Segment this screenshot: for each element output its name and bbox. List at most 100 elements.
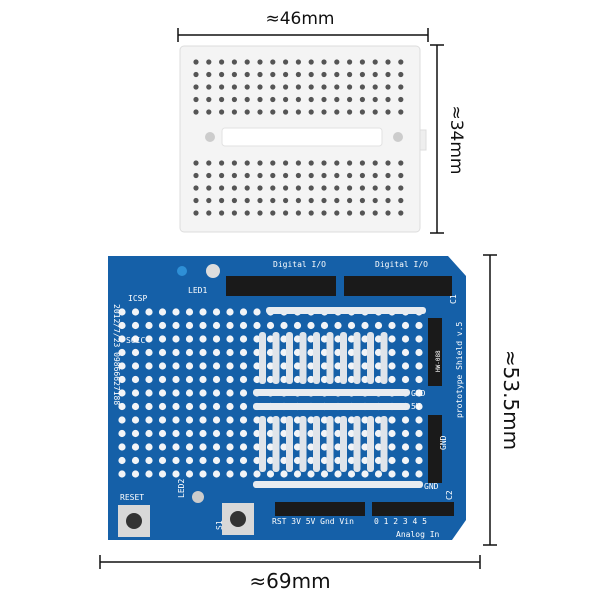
breadboard-hole <box>334 210 340 216</box>
breadboard-hole <box>385 210 391 216</box>
pcb-hole <box>199 389 207 397</box>
pcb-hole <box>415 375 423 384</box>
pcb-hole <box>374 456 383 465</box>
pcb-hole <box>158 321 167 330</box>
breadboard-hole <box>231 172 237 179</box>
breadboard-hole <box>359 59 365 65</box>
pcb-hole <box>199 443 207 451</box>
pcb-hole <box>199 308 207 316</box>
pcb-hole <box>374 416 383 424</box>
breadboard-hole <box>270 185 276 191</box>
breadboard-hole <box>206 210 212 216</box>
breadboard-hole <box>398 109 404 115</box>
pcb-hole <box>226 335 234 343</box>
breadboard-hole <box>321 96 327 103</box>
pcb-hole <box>334 321 342 330</box>
pcb-hole <box>145 402 153 411</box>
breadboard-hole <box>398 59 404 65</box>
pcb-hole <box>145 308 153 316</box>
pcb-hole <box>347 470 356 478</box>
pcb-hole <box>131 416 140 424</box>
pcb-hole <box>172 335 180 343</box>
pcb-hole <box>374 362 383 370</box>
pcb-hole <box>293 470 302 478</box>
pcb-hole <box>172 470 180 478</box>
pcb-hole <box>226 416 234 424</box>
pcb-hole <box>118 348 126 357</box>
pcb-hole <box>239 456 248 465</box>
pcb-hole <box>253 335 261 343</box>
pcb-hole <box>374 470 383 478</box>
breadboard-hole <box>347 160 353 166</box>
pcb-hole <box>347 335 356 343</box>
pcb-hole <box>199 429 207 438</box>
shield-width-label: ≈69mm <box>249 569 330 593</box>
pcb-hole <box>131 429 140 438</box>
pcb-hole <box>361 362 369 370</box>
breadboard-hole <box>334 109 340 115</box>
pcb-hole <box>415 429 423 438</box>
pcb-hole <box>280 321 288 330</box>
pcb-hole <box>199 321 207 330</box>
pcb-hole <box>131 321 140 330</box>
breadboard-hole <box>244 71 250 78</box>
breadboard-hole <box>244 96 250 103</box>
breadboard-hole <box>244 84 250 90</box>
breadboard-hole <box>334 197 340 204</box>
breadboard-hole <box>219 197 225 204</box>
breadboard-hole <box>231 71 237 78</box>
pcb-hole <box>293 456 302 465</box>
pcb-hole <box>158 348 167 357</box>
rails <box>253 307 426 488</box>
pcb-hole <box>334 456 342 465</box>
breadboard-hole <box>193 84 199 90</box>
breadboard-hole <box>219 160 225 166</box>
pcb-hole <box>158 443 167 451</box>
pcb-hole <box>374 375 383 384</box>
pcb-hole <box>374 335 383 343</box>
pcb-hole <box>361 335 369 343</box>
pcb-hole <box>401 335 410 343</box>
pcb-hole <box>239 348 248 357</box>
breadboard-hole <box>257 71 263 78</box>
pcb-hole <box>158 362 167 370</box>
pcb-hole <box>320 456 329 465</box>
pcb-hole <box>212 429 221 438</box>
pcb-hole <box>388 470 396 478</box>
pcb-hole <box>199 348 207 357</box>
pcb-hole <box>145 389 153 397</box>
pcb-hole <box>226 389 234 397</box>
bus-strip <box>340 416 347 472</box>
breadboard-hole <box>257 172 263 179</box>
pcb-holes <box>118 308 423 478</box>
breadboard-hole <box>321 210 327 216</box>
pcb-hole <box>212 402 221 411</box>
model-label: HW-088 <box>435 350 442 372</box>
c1-label: C1 <box>449 294 458 304</box>
pcb-hole <box>266 335 275 343</box>
pcb-hole <box>212 348 221 357</box>
breadboard-hole <box>206 185 212 191</box>
pcb-hole <box>401 416 410 424</box>
pcb-hole <box>347 362 356 370</box>
breadboard-hole <box>244 197 250 204</box>
bus-strip <box>286 416 293 472</box>
pcb-hole <box>158 308 167 316</box>
pcb-hole <box>226 456 234 465</box>
breadboard-hole <box>283 109 289 115</box>
breadboard-hole <box>231 160 237 166</box>
pcb-hole <box>320 429 329 438</box>
pcb-hole <box>212 375 221 384</box>
pcb-hole <box>266 362 275 370</box>
pcb-hole <box>415 416 423 424</box>
pcb-hole <box>266 456 275 465</box>
pcb-hole <box>118 389 126 397</box>
pcb-hole <box>212 308 221 316</box>
breadboard-hole <box>206 172 212 179</box>
pcb-hole <box>212 443 221 451</box>
pcb-hole <box>401 321 410 330</box>
pin-headers <box>226 276 454 516</box>
breadboard-hole <box>359 84 365 90</box>
vertical-strips <box>259 332 388 472</box>
pcb-hole <box>374 443 383 451</box>
